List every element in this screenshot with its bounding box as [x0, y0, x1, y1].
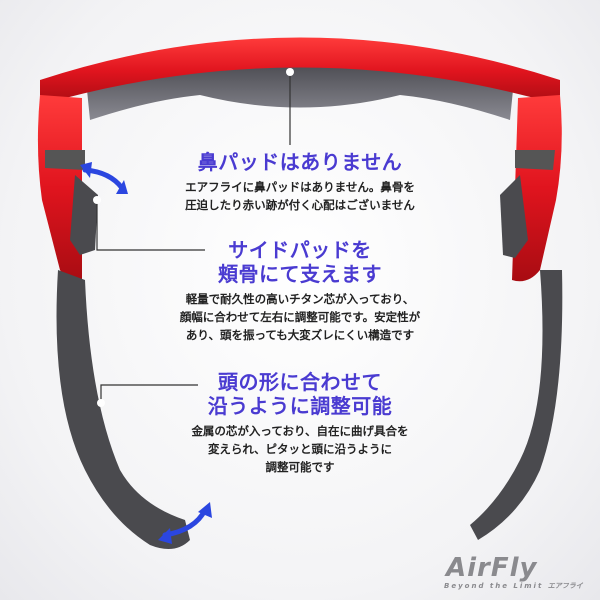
feature-text: 圧迫したり赤い跡が付く心配はございません — [185, 198, 415, 212]
arrow-head-icon — [198, 502, 212, 518]
feature-text: 顔幅に合わせて左右に調整可能です。安定性が — [179, 310, 421, 324]
feature-heading: 頬骨にて支えます — [218, 262, 382, 286]
feature-heading: 鼻パッドはありません — [197, 150, 403, 174]
side-pad-right — [500, 175, 528, 258]
feature-heading: 沿うように調整可能 — [207, 394, 393, 418]
arrow-head-icon — [80, 162, 92, 178]
arm-right — [470, 270, 563, 540]
side-pad-left — [70, 175, 98, 255]
logo-wordmark: AirFly — [446, 553, 538, 583]
arrow-head-icon — [116, 180, 128, 194]
arrow-head-icon — [158, 528, 172, 544]
feature-text: 金属の芯が入っており、自在に曲げ具合を — [191, 424, 409, 438]
callout-dot-side — [93, 196, 101, 204]
feature-nose-pad: 鼻パッドはありません エアフライに鼻パッドはありません。鼻骨を 圧迫したり赤い跡… — [150, 150, 450, 214]
frame-top — [40, 37, 560, 105]
logo-kana: エアフライ — [547, 582, 583, 590]
feature-arm: 頭の形に合わせて 沿うように調整可能 金属の芯が入っており、自在に曲げ具合を 変… — [150, 370, 450, 476]
feature-heading: サイドパッドを — [228, 238, 372, 262]
logo-tagline-text: Beyond the Limit — [444, 582, 544, 590]
hinge-left — [45, 150, 85, 170]
hinge-right — [515, 150, 555, 170]
feature-text: あり、頭を振っても大変ズレにくい構造です — [185, 328, 415, 342]
feature-text: 調整可能です — [265, 460, 335, 474]
arm-left — [56, 270, 190, 549]
feature-text: 変えられ、ピタッと頭に沿うように — [207, 442, 393, 456]
callout-lines — [96, 72, 291, 403]
callout-dot-nose — [286, 68, 294, 76]
feature-text: 軽量で耐久性の高いチタン芯が入っており、 — [185, 292, 415, 306]
feature-heading: 頭の形に合わせて — [218, 370, 382, 394]
airfly-logo: AirFly Beyond the Limit エアフライ — [432, 555, 592, 595]
callout-dot-arm — [97, 399, 105, 407]
feature-text: エアフライに鼻パッドはありません。鼻骨を — [185, 180, 415, 194]
logo-tagline: Beyond the Limit エアフライ — [432, 581, 592, 591]
feature-side-pad: サイドパッドを 頬骨にて支えます 軽量で耐久性の高いチタン芯が入っており、 顔幅… — [150, 238, 450, 344]
